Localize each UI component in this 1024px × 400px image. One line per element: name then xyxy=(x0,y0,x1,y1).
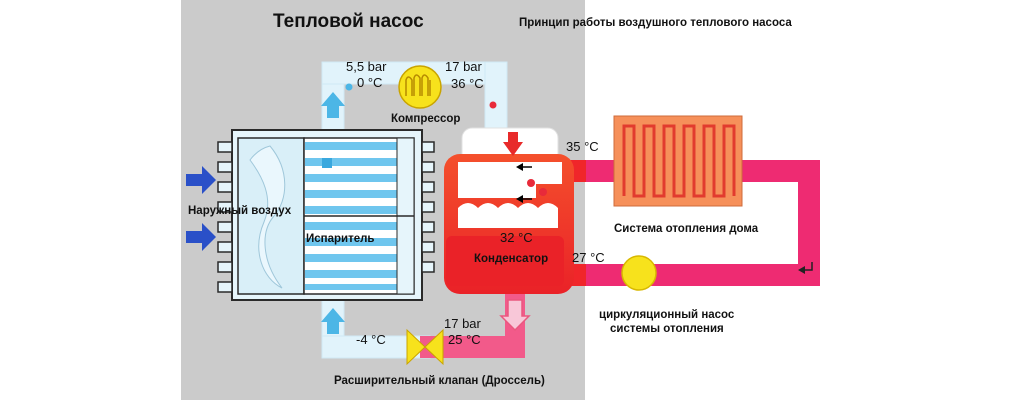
pressure-high: 17 bar xyxy=(445,59,483,74)
circulation-pump xyxy=(621,255,657,291)
circulation-pump-label-2: системы отопления xyxy=(610,323,724,335)
condenser-label: Конденсатор xyxy=(474,253,548,265)
temp-return: 27 °C xyxy=(572,250,605,265)
temp-evap-out: 0 °C xyxy=(357,75,382,90)
flow-arrow-up-top xyxy=(321,92,345,118)
temp-supply: 35 °C xyxy=(566,139,599,154)
diagram-subtitle: Принцип работы воздушного теплового насо… xyxy=(519,17,792,29)
evaporator-unit xyxy=(217,129,435,301)
house-radiator xyxy=(613,115,743,207)
return-flow-arrow xyxy=(802,262,813,271)
vapor-droplet-cold xyxy=(345,83,353,91)
circulation-pump-label-1: циркуляционный насос xyxy=(599,309,735,321)
temp-valve-in: 25 °C xyxy=(448,332,481,347)
evaporator-label: Испаритель xyxy=(306,233,375,245)
flow-arrow-down-liquid xyxy=(499,299,531,332)
compressor xyxy=(398,65,442,109)
flow-arrow-up-bottom xyxy=(321,308,345,334)
pressure-valve: 17 bar xyxy=(444,316,482,331)
temp-condenser: 32 °C xyxy=(500,230,533,245)
diagram-title: Тепловой насос xyxy=(273,11,424,32)
temp-valve-out: -4 °C xyxy=(356,332,386,347)
vapor-droplet-hot xyxy=(489,101,497,109)
flow-arrow-down-compressor xyxy=(503,132,523,156)
condenser xyxy=(444,127,574,294)
expansion-valve-label: Расширительный клапан (Дроссель) xyxy=(334,375,545,387)
outdoor-air-arrows xyxy=(186,166,216,251)
expansion-valve xyxy=(406,328,444,366)
outdoor-air-label: Наружный воздух xyxy=(188,205,292,217)
compressor-label: Компрессор xyxy=(391,113,460,125)
heating-system-label: Система отопления дома xyxy=(614,223,759,235)
pressure-low: 5,5 bar xyxy=(346,59,387,74)
temp-comp-out: 36 °C xyxy=(451,76,484,91)
